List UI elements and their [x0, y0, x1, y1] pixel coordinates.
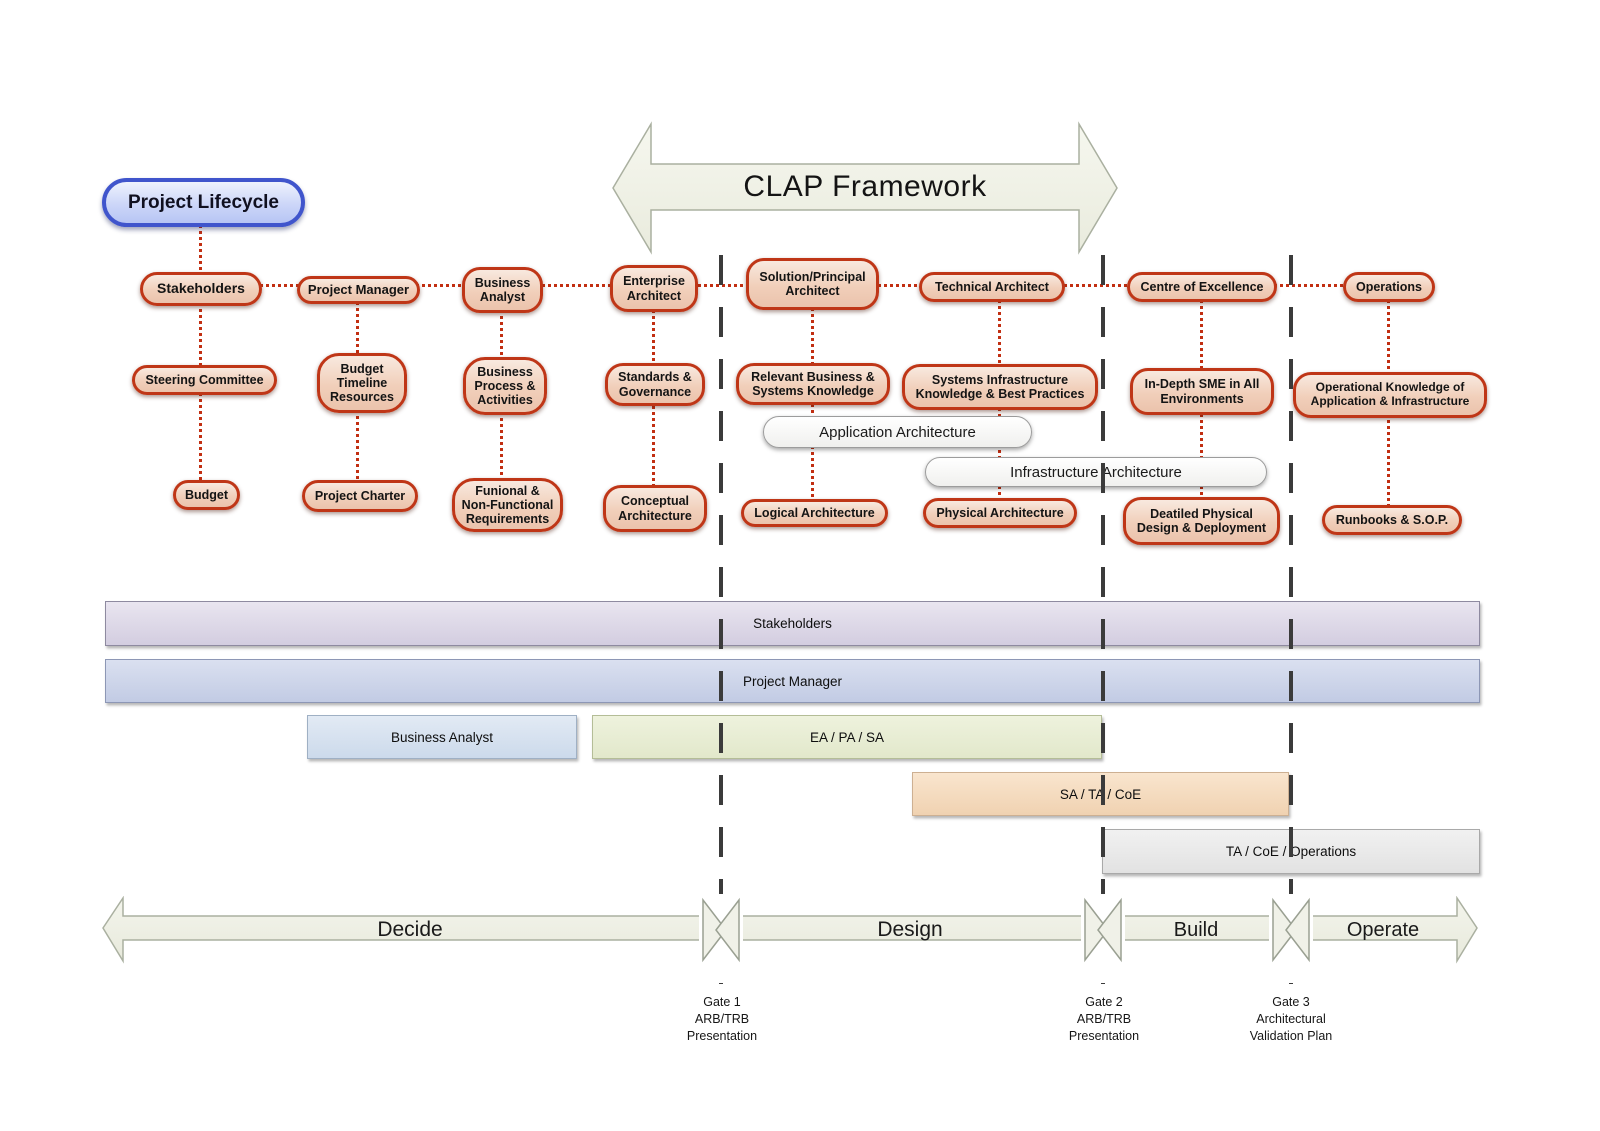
swimlane-ea-pa-sa: EA / PA / SA: [592, 715, 1102, 759]
phase-separator-gate2: [1081, 894, 1125, 966]
phase-label-operate: Operate: [1346, 919, 1420, 941]
role-box-technical-architect: Technical Architect: [919, 272, 1065, 302]
artifact-box-runbooks-sop: Runbooks & S.O.P.: [1322, 505, 1462, 535]
phase-label-build: Build: [1173, 919, 1219, 941]
gate-caption-3: Gate 3 Architectural Validation Plan: [1211, 994, 1371, 1045]
role-box-stakeholders: Stakeholders: [140, 272, 262, 306]
artifact-box-physical-architecture: Physical Architecture: [923, 498, 1077, 528]
infrastructure-architecture-pill: Infrastructure Architecture: [925, 457, 1267, 487]
artifact-box-steering-committee: Steering Committee: [132, 365, 277, 395]
swimlane-sa-ta-coe: SA / TA / CoE: [912, 772, 1289, 816]
gate3-body: Architectural: [1256, 1012, 1326, 1026]
role-box-operations: Operations: [1343, 272, 1435, 302]
swimlane-stakeholders: Stakeholders: [105, 601, 1480, 646]
phase-separator-gate1: [699, 894, 743, 966]
artifact-box-systems-infrastructure-knowledge: Systems Infrastructure Knowledge & Best …: [902, 364, 1098, 410]
role-box-solution-architect: Solution/Principal Architect: [746, 258, 879, 310]
gate-line-2: [1101, 255, 1105, 984]
clap-framework-title: CLAP Framework: [743, 170, 987, 203]
column-connector-stakeholders: [199, 225, 202, 482]
gate-line-3: [1289, 255, 1293, 984]
project-lifecycle-pill: Project Lifecycle: [102, 178, 305, 227]
gate1-body: ARB/TRB: [694, 1012, 750, 1026]
application-architecture-pill: Application Architecture: [763, 416, 1032, 448]
artifact-box-project-charter: Project Charter: [302, 480, 418, 512]
gate-caption-1: Gate 1 ARB/TRB Presentation: [642, 994, 802, 1045]
gate2-body: ARB/TRB: [1076, 1012, 1132, 1026]
artifact-box-budget: Budget: [173, 480, 240, 510]
phase-separator-gate3: [1269, 894, 1313, 966]
role-box-coe: Centre of Excellence: [1127, 272, 1277, 302]
artifact-box-budget-timeline-resources: Budget Timeline Resources: [317, 353, 407, 413]
artifact-box-operational-knowledge: Operational Knowledge of Application & I…: [1293, 372, 1487, 418]
gate2-name: Gate 2: [1085, 995, 1123, 1009]
gate-line-1: [719, 255, 723, 984]
role-box-project-manager: Project Manager: [297, 276, 420, 304]
gate1-detail: Presentation: [686, 1029, 758, 1043]
gate3-detail: Validation Plan: [1249, 1029, 1333, 1043]
phase-timeline-arrow: [102, 896, 1478, 964]
phase-label-design: Design: [877, 918, 943, 941]
artifact-box-standards-governance: Standards & Governance: [605, 363, 705, 406]
swimlane-business-analyst: Business Analyst: [307, 715, 577, 759]
artifact-box-business-process-activities: Business Process & Activities: [463, 357, 547, 415]
gate-caption-2: Gate 2 ARB/TRB Presentation: [1024, 994, 1184, 1045]
swimlane-project-manager: Project Manager: [105, 659, 1480, 703]
role-box-business-analyst: Business Analyst: [462, 267, 543, 313]
phase-label-decide: Decide: [377, 918, 443, 941]
artifact-box-functional-requirements: Funional & Non-Functional Requirements: [452, 478, 563, 532]
gate1-name: Gate 1: [703, 995, 741, 1009]
clap-framework-arrow: [612, 121, 1118, 255]
artifact-box-logical-architecture: Logical Architecture: [741, 499, 888, 527]
role-box-enterprise-architect: Enterprise Architect: [610, 265, 698, 312]
artifact-box-indepth-sme: In-Depth SME in All Environments: [1130, 368, 1274, 415]
gate2-detail: Presentation: [1068, 1029, 1140, 1043]
artifact-box-relevant-business-systems-knowledge: Relevant Business & Systems Knowledge: [736, 363, 890, 405]
artifact-box-conceptual-architecture: Conceptual Architecture: [603, 485, 707, 532]
gate3-name: Gate 3: [1272, 995, 1310, 1009]
artifact-box-detailed-physical-design: Deatiled Physical Design & Deployment: [1123, 497, 1280, 545]
